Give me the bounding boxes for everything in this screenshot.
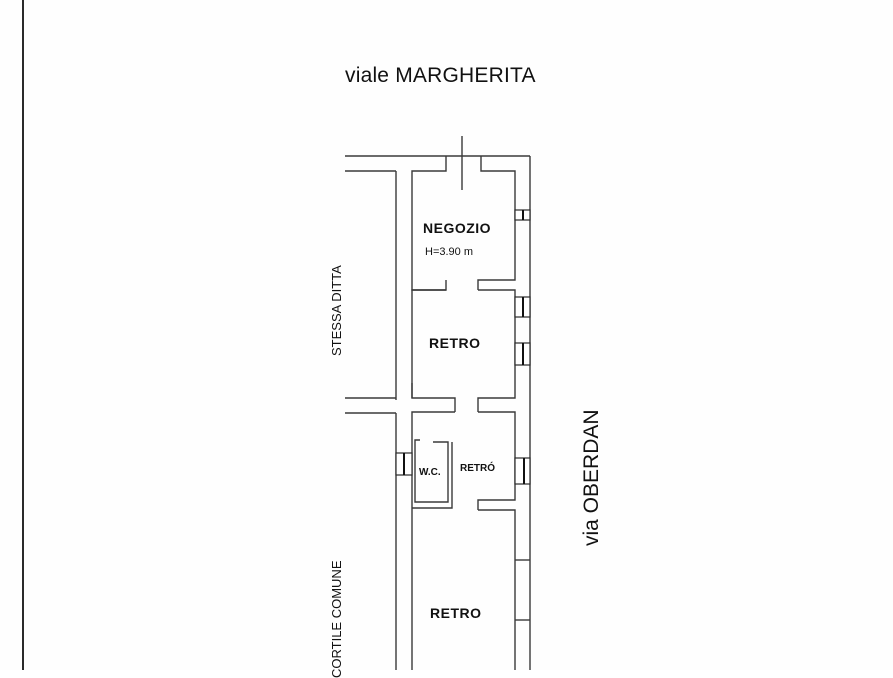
adjacent-label-cortile-comune: CORTILE COMUNE (329, 561, 344, 678)
room-label-retro-1: RETRO (429, 335, 481, 351)
room-height-note: H=3.90 m (425, 246, 473, 258)
street-label-top: viale MARGHERITA (345, 64, 536, 88)
room-label-negozio: NEGOZIO (423, 220, 491, 236)
street-label-right: via OBERDAN (580, 409, 604, 546)
adjacent-label-stessa-ditta: STESSA DITTA (329, 265, 344, 356)
room-label-wc: W.C. (419, 467, 441, 478)
room-label-retro-3: RETRO (430, 605, 482, 621)
room-label-retro-2: RETRÓ (460, 463, 495, 474)
